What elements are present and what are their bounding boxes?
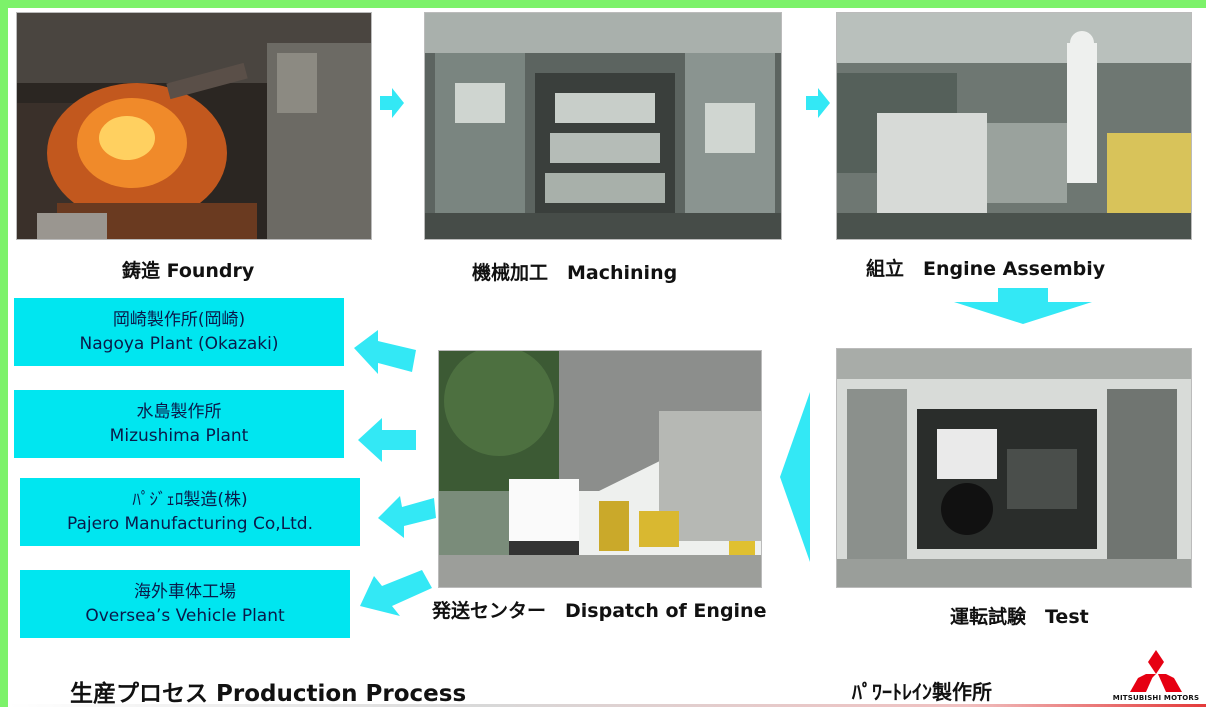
arrow-down-icon bbox=[954, 288, 1092, 324]
destination-jp-label: ﾊﾟｼﾞｪﾛ製造(株) bbox=[132, 490, 248, 510]
page-title: 生産プロセス Production Process bbox=[70, 681, 467, 707]
assembly-photo bbox=[836, 12, 1192, 240]
arrow-left-icon bbox=[378, 494, 436, 538]
machining-caption: 機械加工 Machining bbox=[472, 262, 678, 284]
foundry-photo bbox=[16, 12, 372, 240]
assembly-caption: 組立 Engine Assembiy bbox=[866, 258, 1106, 280]
divider bbox=[8, 704, 1206, 707]
destination-en-label: Oversea’s Vehicle Plant bbox=[85, 606, 285, 626]
arrow-left-icon bbox=[358, 418, 416, 462]
test-caption: 運転試験 Test bbox=[950, 606, 1089, 628]
organization-label: ﾊﾟﾜｰﾄﾚｲﾝ製作所 bbox=[852, 680, 992, 704]
destination-jp-label: 岡崎製作所(岡崎) bbox=[112, 310, 246, 330]
arrow-left-icon bbox=[354, 330, 416, 380]
destination-en-label: Nagoya Plant (Okazaki) bbox=[79, 334, 279, 354]
arrow-left-icon bbox=[360, 570, 434, 622]
destination-box-overseas: 海外車体工場 Oversea’s Vehicle Plant bbox=[20, 570, 350, 638]
company-logo: MITSUBISHI MOTORS bbox=[1108, 648, 1204, 706]
foundry-caption: 鋳造 Foundry bbox=[122, 260, 255, 282]
arrow-right-icon bbox=[806, 88, 830, 118]
arrow-right-icon bbox=[380, 88, 404, 118]
production-process-slide: 鋳造 Foundry 機械加工 Machining bbox=[8, 8, 1206, 707]
dispatch-caption: 発送センター Dispatch of Engine bbox=[432, 600, 767, 622]
logo-text: MITSUBISHI MOTORS bbox=[1112, 694, 1200, 702]
dispatch-photo bbox=[438, 350, 762, 588]
mitsubishi-three-diamonds-icon bbox=[1130, 650, 1182, 692]
machining-photo bbox=[424, 12, 782, 240]
test-photo bbox=[836, 348, 1192, 588]
destination-en-label: Pajero Manufacturing Co,Ltd. bbox=[66, 514, 314, 534]
destination-jp-label: 水島製作所 bbox=[136, 402, 222, 422]
destination-box-pajero: ﾊﾟｼﾞｪﾛ製造(株) Pajero Manufacturing Co,Ltd. bbox=[20, 478, 360, 546]
destination-en-label: Mizushima Plant bbox=[109, 426, 249, 446]
destination-box-okazaki: 岡崎製作所(岡崎) Nagoya Plant (Okazaki) bbox=[14, 298, 344, 366]
arrow-left-icon bbox=[780, 392, 810, 562]
destination-jp-label: 海外車体工場 bbox=[134, 582, 236, 602]
destination-box-mizushima: 水島製作所 Mizushima Plant bbox=[14, 390, 344, 458]
